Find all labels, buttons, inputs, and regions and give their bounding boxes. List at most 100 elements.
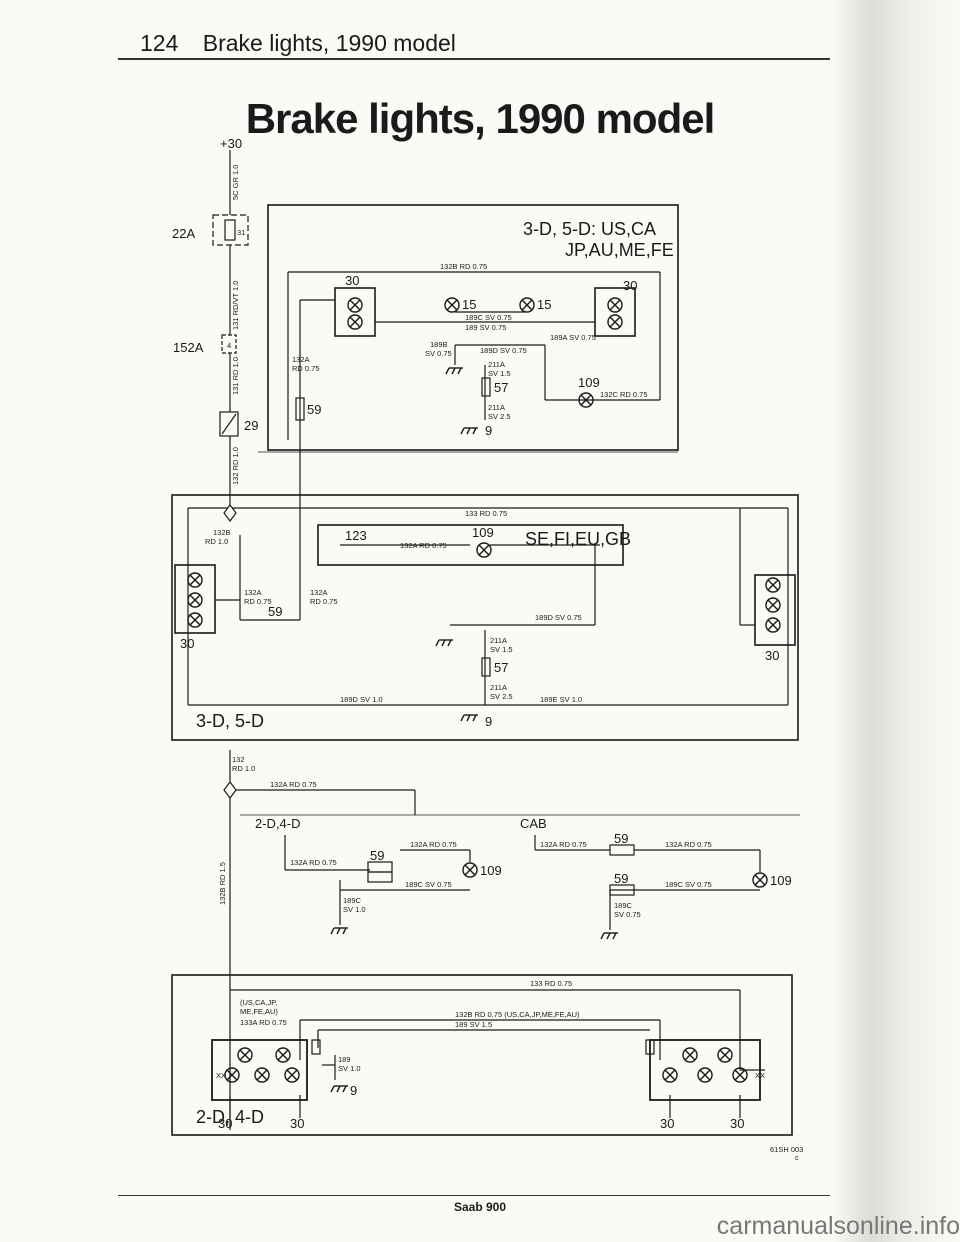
rear-lamp-right-2 [765, 597, 781, 613]
wire-189d-mid-1: 189D SV 1.0 [340, 695, 383, 704]
ground-mid-1 [435, 639, 454, 647]
wire-189d-mid: 189D SV 0.75 [535, 613, 582, 622]
right-lamp-109: 109 [770, 873, 792, 888]
wire-133-bottom: 133 RD 0.75 [530, 979, 572, 988]
pin-30-mid-right: 30 [765, 648, 779, 663]
right-pin-59a: 59 [614, 831, 628, 846]
left-wire-189c-sv: 189C SV 0.75 [405, 880, 452, 889]
wire-132b-mid-2: RD 1.0 [205, 537, 228, 546]
lamp-109-mid [476, 542, 492, 558]
conn-211a-top-4: SV 2.5 [488, 412, 511, 421]
scan-edge-shadow [832, 0, 960, 1242]
xx-left: XX [216, 1071, 226, 1080]
pin-59-mid: 59 [268, 604, 282, 619]
wire-132c-top: 132C RD 0.75 [600, 390, 648, 399]
page-header: 124 Brake lights, 1990 model [140, 30, 456, 57]
ground-lower-left [330, 927, 349, 935]
pin-30-mid-left: 30 [180, 636, 194, 651]
footer-text: Saab 900 [453, 1200, 507, 1214]
markets-bottom-2: ME,FE,AU) [240, 1007, 278, 1016]
brake-lamp-right-bottom [607, 314, 623, 330]
region-top-line1: 3-D, 5-D: US,CA [523, 219, 656, 239]
header-rule [118, 58, 830, 60]
right-wire-189c-1: 189C [614, 901, 633, 910]
figure-code-1: 61SH 003 [770, 1145, 803, 1154]
lamp-109-left [462, 862, 478, 878]
wire-189c-top: 189C SV 0.75 [465, 313, 512, 322]
conn-211a-mid-3: 211A [490, 683, 507, 692]
brake-lamp-left-bottom [347, 314, 363, 330]
left-lamp-109: 109 [480, 863, 502, 878]
conn-211a-mid-4: SV 2.5 [490, 692, 513, 701]
right-wire-189c: 189C SV 0.75 [665, 880, 712, 889]
rear-lamp-bl-3 [224, 1067, 240, 1083]
left-wire-132a: 132A RD 0.75 [290, 858, 337, 867]
wire-132a-mid-r1: 132A [310, 588, 328, 597]
fuse-number: 31 [237, 228, 245, 237]
rear-lamp-bl-5 [284, 1067, 300, 1083]
right-pin-59b: 59 [614, 871, 628, 886]
wire-133-mid: 133 RD 0.75 [465, 509, 507, 518]
wire-132-lower-1: 132 [232, 755, 245, 764]
conn-211a-top-2: SV 1.5 [488, 369, 511, 378]
pin-30-top-left: 30 [345, 273, 359, 288]
brake-lamp-left-top [347, 297, 363, 313]
region-top-line2: JP,AU,ME,FE [565, 240, 674, 260]
rear-lamp-br-2 [717, 1047, 733, 1063]
right-wire-132a-r: 132A RD 0.75 [665, 840, 712, 849]
xx-right: XX [755, 1071, 765, 1080]
rear-lamp-bl-4 [254, 1067, 270, 1083]
junction-mid [223, 504, 237, 522]
switch-29-label: 29 [244, 418, 258, 433]
left-pin-59: 59 [370, 848, 384, 863]
wire-189e-mid: 189E SV 1.0 [540, 695, 582, 704]
rear-lamp-br-4 [697, 1067, 713, 1083]
ground-lower-right [600, 932, 619, 940]
region-bottom-label: 2-D, 4-D [196, 1107, 264, 1127]
page-number: 124 [140, 30, 179, 56]
rear-lamp-br-3 [662, 1067, 678, 1083]
page-header-title: Brake lights, 1990 model [202, 30, 456, 56]
sub-right-label: CAB [520, 816, 547, 831]
conn-123-label: 123 [345, 528, 367, 543]
left-wire-132a-top: 132A RD 0.75 [410, 840, 457, 849]
wire-132a-mid-r2: RD 0.75 [310, 597, 338, 606]
junction-lower [223, 781, 237, 799]
region-mid-label: 3-D, 5-D [196, 711, 264, 731]
conn-211a-mid-1: 211A [490, 636, 507, 645]
rear-lamp-left-1 [187, 572, 203, 588]
pin-59-top: 59 [307, 402, 321, 417]
sub-left-label: 2-D,4-D [255, 816, 301, 831]
wire-132-rd: 132 RD 1.0 [231, 447, 240, 485]
pin-30-bottom-left-1: 30 [218, 1116, 232, 1131]
footer-rule [118, 1195, 830, 1196]
ground-top-1 [445, 367, 464, 375]
wire-189b-top: 189B [430, 340, 448, 349]
lamp-15-b [519, 297, 535, 313]
wire-189a-top: 189A SV 0.75 [550, 333, 596, 342]
wire-189-bottom: 189 SV 1.5 [455, 1020, 492, 1029]
wire-132a-lower: 132A RD 0.75 [270, 780, 317, 789]
ground-bottom [330, 1085, 349, 1093]
lamp-109-top-label: 109 [578, 375, 600, 390]
ground-9-mid: 9 [485, 714, 492, 729]
lamp-109-mid-label: 109 [472, 525, 494, 540]
left-wire-189c-2: SV 1.0 [343, 905, 366, 914]
left-wire-189c-1: 189C [343, 896, 362, 905]
conn-211a-top-3: 211A [488, 403, 505, 412]
conn-211a-top-1: 211A [488, 360, 505, 369]
supply-wire: 5C GR 1.0 [231, 165, 240, 200]
diagram-title: Brake lights, 1990 model [245, 95, 716, 142]
right-wire-189c-2: SV 0.75 [614, 910, 641, 919]
rear-lamp-bl-1 [237, 1047, 253, 1063]
ground-top-2 [460, 427, 479, 435]
wire-132b-mid-1: 132B [213, 528, 231, 537]
pin-30-bottom-right-1: 30 [660, 1116, 674, 1131]
wire-132b-bottom: 132B RD 0.75 (US,CA,JP,ME,FE,AU) [455, 1010, 580, 1019]
lamp-15a-label: 15 [462, 297, 476, 312]
watermark-link[interactable]: carmanualsonline.info [716, 1212, 960, 1240]
wire-132b-lower-vert: 132B RD 1.5 [218, 862, 227, 905]
brake-lamp-right-top [607, 297, 623, 313]
wire-189-top: 189 SV 0.75 [465, 323, 506, 332]
